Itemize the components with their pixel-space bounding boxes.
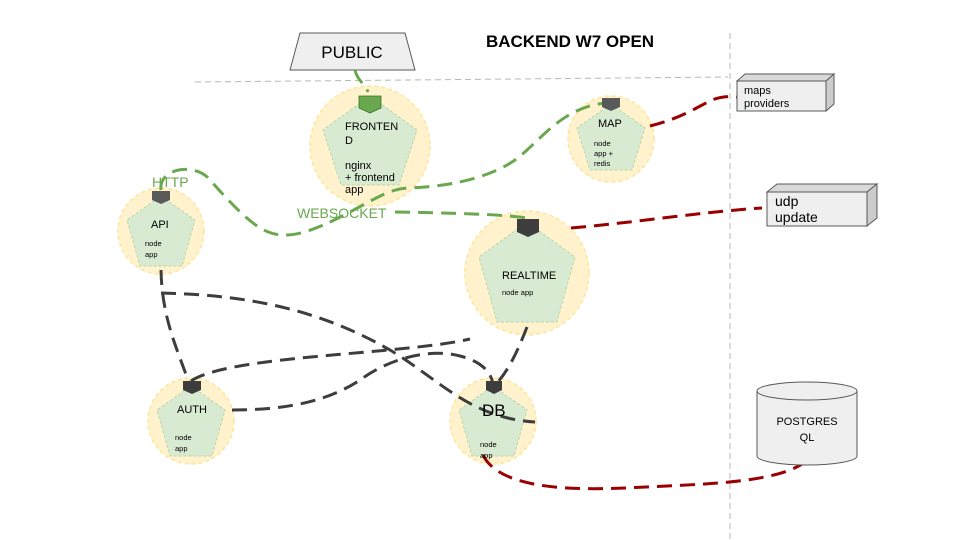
db-node[interactable] — [458, 385, 528, 457]
http-label: HTTP — [152, 174, 189, 190]
auth-db-link — [231, 351, 495, 412]
api-node[interactable] — [126, 195, 196, 267]
db-detail-line-2: app — [480, 451, 493, 460]
api-auth-link — [159, 269, 192, 387]
auth-detail-line-2: app — [175, 444, 188, 453]
udp-update-box[interactable]: udp update — [765, 182, 879, 228]
diagram-title: BACKEND W7 OPEN — [486, 32, 654, 51]
postgres-cylinder-top — [756, 381, 858, 401]
maps-box-top — [735, 73, 836, 82]
udp-line-1: udp — [775, 193, 799, 209]
maps-box-side — [825, 72, 835, 113]
map-detail-line-1: node — [594, 139, 611, 148]
udp-box-front — [766, 191, 868, 227]
api-detail-line-2: app — [145, 250, 158, 259]
public-shape — [289, 32, 416, 71]
udp-box-top — [765, 183, 879, 193]
realtime-detail-line-1: node app — [502, 288, 533, 297]
auth-node[interactable] — [156, 385, 226, 457]
public-boundary-line — [194, 76, 729, 83]
frontend-port-icon — [358, 95, 382, 114]
realtime-port-icon — [517, 219, 539, 237]
realtime-db-link — [495, 326, 529, 384]
postgres-line-1: POSTGRES — [776, 416, 837, 428]
frontend-detail-line-2: + frontend — [345, 172, 395, 184]
api-name: API — [151, 219, 169, 231]
map-detail-line-3: redis — [594, 159, 611, 168]
websocket-label: WEBSOCKET — [297, 205, 387, 221]
map-providers-link — [649, 95, 738, 128]
realtime-node[interactable] — [478, 221, 576, 323]
map-port-icon — [602, 98, 620, 111]
map-node[interactable] — [576, 103, 646, 171]
db-postgres-link — [481, 454, 806, 491]
postgresql-database[interactable]: POSTGRES QL — [756, 381, 858, 466]
db-detail-line-1: node — [480, 440, 497, 449]
auth-detail-line-1: node — [175, 433, 192, 442]
frontend-name-line-1: FRONTEN — [345, 121, 398, 133]
api-port-icon — [152, 191, 170, 204]
realtime-udp-link — [570, 206, 763, 230]
maps-providers-box[interactable]: maps providers — [735, 72, 836, 113]
postgres-line-2: QL — [800, 432, 815, 444]
public-frontend-link — [353, 69, 370, 93]
db-name: DB — [482, 401, 506, 420]
maps-line-1: maps — [744, 85, 771, 97]
map-detail-line-2: app + — [594, 149, 614, 158]
realtime-name: REALTIME — [502, 270, 556, 282]
maps-line-2: providers — [744, 98, 790, 110]
websocket-link — [394, 210, 528, 220]
auth-name: AUTH — [177, 404, 207, 416]
public-label: PUBLIC — [321, 43, 382, 62]
map-name: MAP — [598, 118, 622, 130]
frontend-name-line-2: D — [345, 135, 353, 147]
maps-box-front — [736, 80, 827, 112]
postgres-cylinder-body — [756, 391, 858, 466]
frontend-node[interactable] — [322, 95, 418, 186]
http-link — [159, 101, 606, 237]
udp-box-side — [866, 182, 878, 228]
api-detail-line-1: node — [145, 239, 162, 248]
udp-line-2: update — [775, 209, 818, 225]
public-entry[interactable]: PUBLIC — [289, 32, 416, 71]
frontend-detail-line-1: nginx — [345, 160, 372, 172]
api-db-link — [160, 291, 536, 424]
db-port-icon — [486, 381, 502, 394]
frontend-detail-line-3: app — [345, 184, 363, 196]
auth-port-icon — [183, 381, 201, 394]
